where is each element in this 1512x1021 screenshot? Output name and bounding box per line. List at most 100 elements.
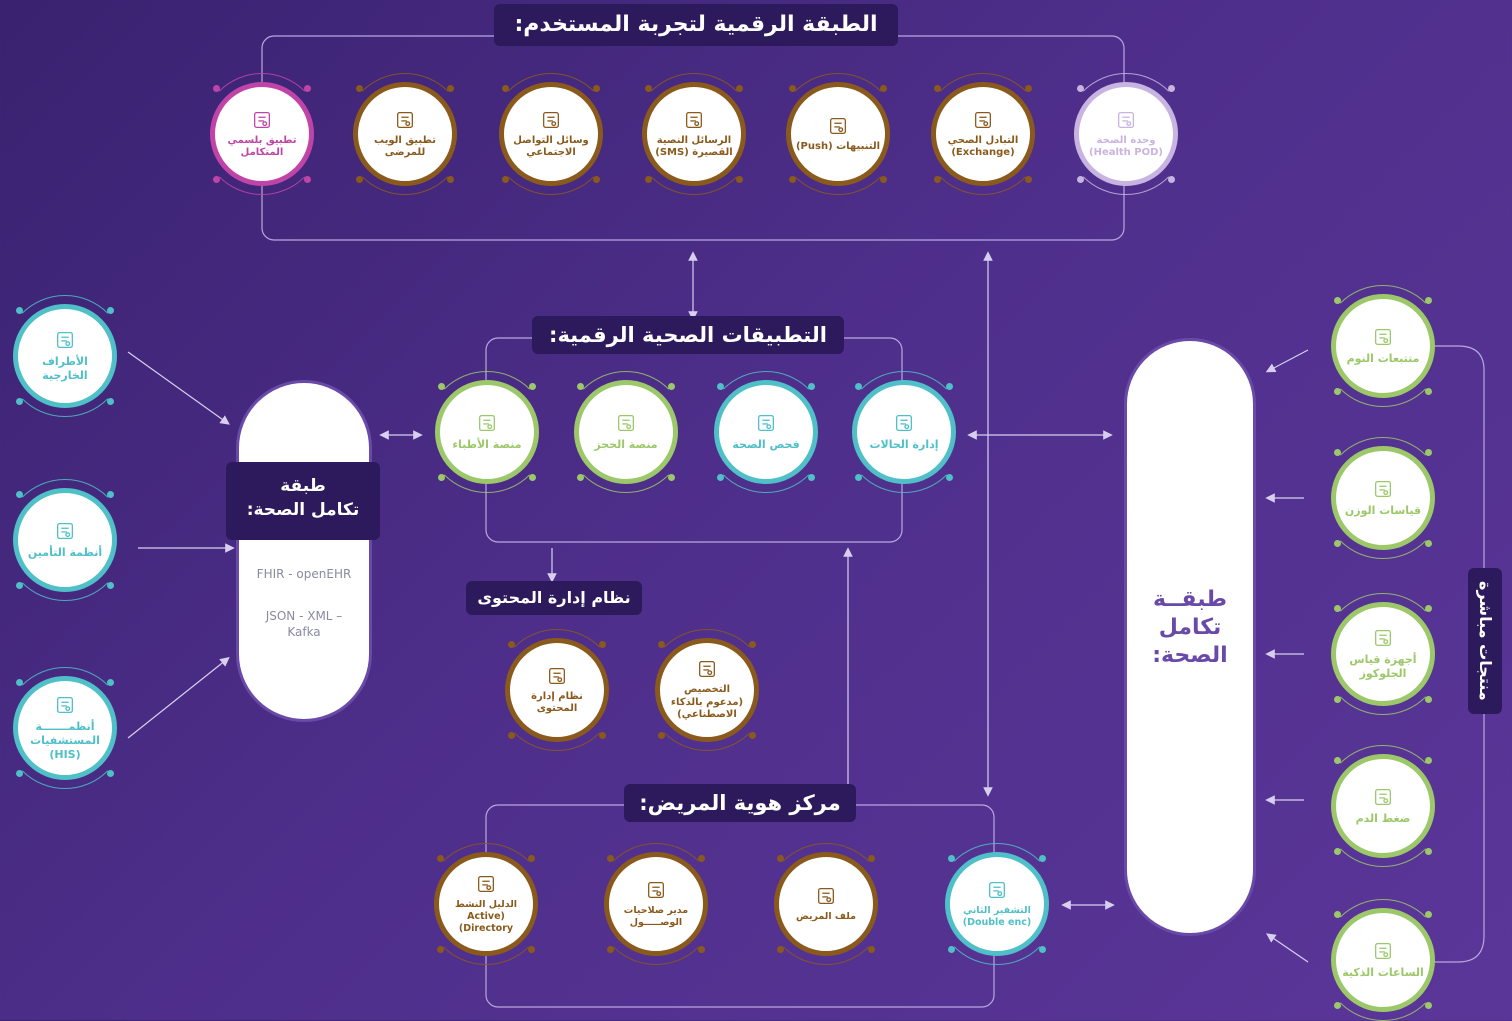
digital-node-dot [592,85,600,93]
digital-layer-header: الطبقة الرقمية لتجربة المستخدم: [494,4,898,46]
health-app-node-dot [667,473,675,481]
wearable-node-label: الساعات الذكية [1342,966,1424,980]
external-node-label: أنظمـــــــة المستشفيات (HIS) [30,720,100,761]
identity-node-dot [777,945,785,953]
identity-node-ring [425,843,547,965]
identity-node-dot [1038,945,1046,953]
directory-icon [475,873,497,895]
identity-node: الدليل النشط (Active Directory) [434,852,538,956]
health-app-node-label: منصة الأطباء [452,438,522,452]
health-app-node-label: إدارة الحالات [869,438,939,452]
insurance-shield-icon [54,520,76,542]
cms-node-ring [496,629,618,751]
external-node-dot [106,397,114,405]
wearable-node-dot [1424,387,1432,395]
digital-node-ring [922,73,1044,195]
external-node-dot [16,581,24,589]
health-app-node-dot [577,383,585,391]
health-app-node-ring [426,371,548,493]
identity-node-dot [607,855,615,863]
digital-node-dot [1077,85,1085,93]
external-node-dot [106,491,114,499]
digital-node-dot [446,175,454,183]
health-app-node-dot [807,383,815,391]
identity-node-dot [1038,855,1046,863]
health-app-node-label: منصة الحجز [594,438,658,452]
cms-node-dot [658,641,666,649]
wearable-node-dot [1334,605,1342,613]
digital-node-dot [592,175,600,183]
digital-node-ring [344,73,466,195]
health-app-node: منصة الأطباء [435,380,539,484]
digital-node: التنبيهات (Push) [786,82,890,186]
patient-file-icon [815,885,837,907]
left-integration-title-line2: تكامل الصحة: [246,500,360,520]
cms-node: التخصيص (مدعوم بالذكاء الاصطناعي) [655,638,759,742]
external-parties-icon [54,329,76,351]
digital-node-label: تطبيق الويب للمرضى [374,134,436,159]
left-integration-title-line1: طبقة [280,476,326,496]
health-app-node: إدارة الحالات [852,380,956,484]
identity-node: ملف المريض [774,852,878,956]
left-integration-title: طبقة تكامل الصحة: [226,462,380,540]
digital-node-label: التبادل الصحي (Exchange) [947,134,1019,159]
digital-node-dot [303,85,311,93]
cms-node-label: التخصيص (مدعوم بالذكاء الاصطناعي) [670,684,744,721]
identity-node-dot [948,855,956,863]
wearable-node-dot [1424,757,1432,765]
ai-chip-icon [696,658,718,680]
digital-node-dot [502,175,510,183]
encryption-icon [986,879,1008,901]
external-node-label: أنظمة التأمين [27,546,103,560]
health-app-node-dot [577,473,585,481]
identity-node-dot [777,855,785,863]
wearable-node-dot [1424,605,1432,613]
identity-node-ring [765,843,887,965]
digital-node-dot [735,85,743,93]
digital-node-ring [633,73,755,195]
identity-node-dot [697,855,705,863]
digital-node-ring [201,73,323,195]
external-node: أنظمة التأمين [13,488,117,592]
exchange-arrows-icon [972,109,994,131]
booking-icon [615,412,637,434]
external-node-dot [16,307,24,315]
external-node-dot [16,769,24,777]
identity-node: مدير صلاحيات الوصـــــول [604,852,708,956]
external-node-dot [106,769,114,777]
wearable-node-dot [1334,695,1342,703]
right-integration-title: طبقــة تكامل الصحة: [1124,586,1256,670]
health-app-node-dot [807,473,815,481]
digital-node-dot [1167,175,1175,183]
external-node-ring [4,667,126,789]
digital-node: وحدة الصحة (Health POD) [1074,82,1178,186]
external-node-ring [4,295,126,417]
external-node-dot [16,679,24,687]
health-app-node-label: فحص الصحة [732,438,800,452]
doctors-platform-icon [476,412,498,434]
wearable-node-dot [1424,297,1432,305]
cms-node-dot [598,641,606,649]
digital-node-dot [934,85,942,93]
health-app-node-dot [855,383,863,391]
digital-node-ring [1065,73,1187,195]
wearables-header: منتجات مباشرة [1468,568,1502,714]
cms-header: نظام إدارة المحتوى [466,581,642,615]
digital-node-label: وسائل التواصل الاجتماعي [513,134,589,159]
digital-node-dot [356,85,364,93]
cms-node-dot [748,641,756,649]
digital-node-dot [213,85,221,93]
weight-scale-icon [1372,478,1394,500]
identity-node-dot [527,945,535,953]
digital-node-dot [879,175,887,183]
wearable-node: أجهزة قياس الجلوكوز [1331,602,1435,706]
digital-node-dot [213,175,221,183]
wearable-node-dot [1334,847,1342,855]
social-media-icon [540,109,562,131]
digital-node-ring [490,73,612,195]
cms-node-label: نظام إدارة المحتوى [531,690,583,715]
digital-node-dot [789,175,797,183]
external-node-dot [106,307,114,315]
patient-identity-frame [485,804,995,1008]
identity-node-ring [595,843,717,965]
